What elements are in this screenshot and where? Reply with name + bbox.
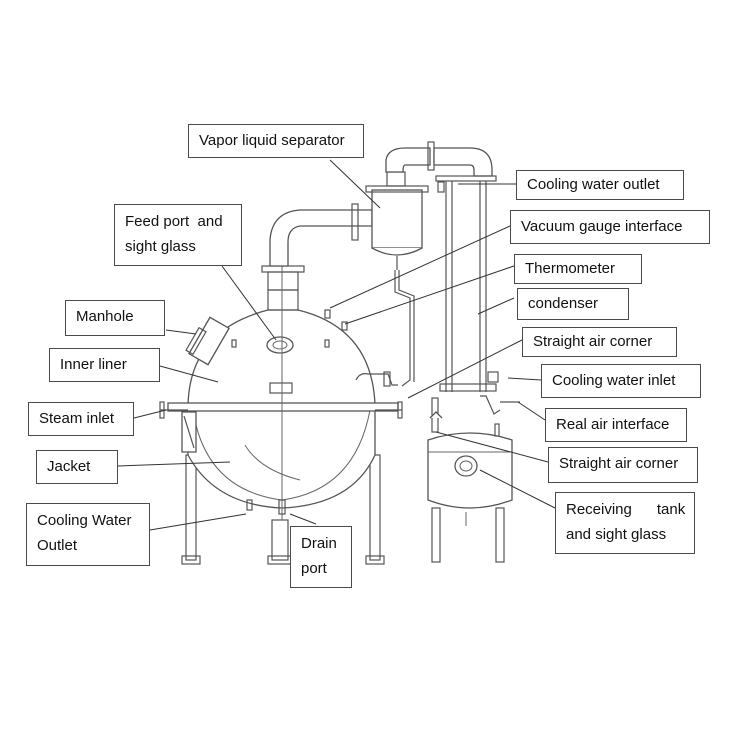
label-vapor-liquid-separator: Vapor liquid separator — [188, 124, 364, 158]
label-vacuum-gauge-interface-text: Vacuum gauge interface — [521, 218, 683, 235]
main-vessel — [159, 250, 403, 565]
body-flange — [167, 402, 399, 412]
label-cooling-water-outlet-top: Cooling water outlet — [516, 170, 684, 200]
condenser — [435, 175, 520, 415]
label-cooling-water-outlet-bottom: Cooling Water Outlet — [26, 503, 150, 566]
feed-port-sight-glass — [266, 336, 294, 354]
label-straight-air-corner-top-text: Straight air corner — [533, 333, 653, 350]
vapor-pipe — [269, 203, 373, 267]
label-drain-port: Drain port — [290, 526, 352, 588]
label-jacket-text: Jacket — [47, 458, 91, 475]
label-vapor-liquid-separator-text: Vapor liquid separator — [199, 132, 345, 149]
label-thermometer: Thermometer — [514, 254, 642, 284]
label-straight-air-corner-top: Straight air corner — [522, 327, 677, 357]
label-condenser: condenser — [517, 288, 629, 320]
leader-lines — [117, 159, 556, 531]
label-feed-port-line2: sight glass — [125, 238, 196, 255]
label-jacket: Jacket — [36, 450, 118, 484]
label-manhole-text: Manhole — [76, 308, 134, 325]
label-straight-air-corner-bottom: Straight air corner — [548, 447, 698, 483]
label-cooling-water-outlet-top-text: Cooling water outlet — [527, 176, 660, 193]
steam-inlet-pipe — [159, 401, 197, 453]
receiving-tank — [427, 397, 513, 563]
label-drain-port-line1: Drain — [301, 535, 337, 552]
label-cooling-water-outlet-bottom-line1: Cooling Water — [37, 512, 132, 529]
label-real-air-interface-text: Real air interface — [556, 416, 670, 433]
label-steam-inlet-text: Steam inlet — [39, 410, 115, 427]
label-cooling-water-outlet-bottom-line2: Outlet — [37, 537, 78, 554]
label-cooling-water-inlet-text: Cooling water inlet — [552, 372, 676, 389]
label-feed-port: Feed port and sight glass — [114, 204, 242, 266]
label-drain-port-line2: port — [301, 560, 327, 577]
separator — [365, 171, 429, 387]
manhole — [185, 316, 230, 366]
label-condenser-text: condenser — [528, 295, 599, 312]
label-receiving-tank: Receiving tank and sight glass — [555, 492, 695, 554]
condenser-overhead-pipe — [385, 141, 493, 177]
label-vacuum-gauge-interface: Vacuum gauge interface — [510, 210, 710, 244]
label-steam-inlet: Steam inlet — [28, 402, 134, 436]
label-cooling-water-inlet: Cooling water inlet — [541, 364, 701, 398]
label-manhole: Manhole — [65, 300, 165, 336]
label-inner-liner-text: Inner liner — [60, 356, 127, 373]
label-receiving-tank-line1: Receiving tank — [566, 501, 686, 518]
label-real-air-interface: Real air interface — [545, 408, 687, 442]
label-inner-liner: Inner liner — [49, 348, 160, 382]
label-straight-air-corner-bottom-text: Straight air corner — [559, 455, 679, 472]
label-receiving-tank-line2: and sight glass — [566, 526, 667, 543]
label-feed-port-line1: Feed port and — [125, 213, 223, 230]
label-thermometer-text: Thermometer — [525, 260, 616, 277]
